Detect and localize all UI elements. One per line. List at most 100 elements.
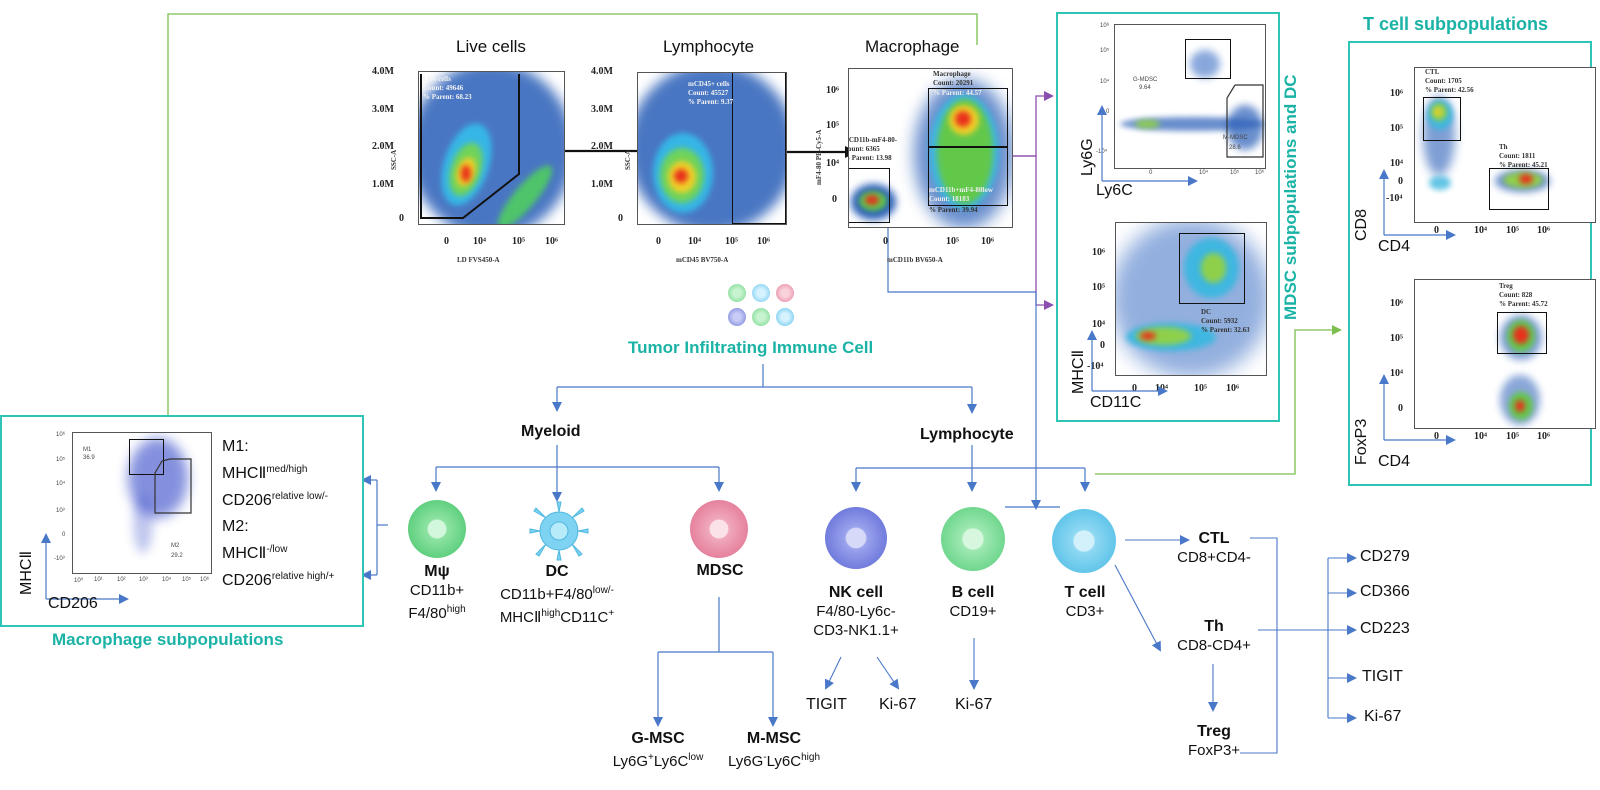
macrophage-gating-plot: Macrophage Count: 20291 % Parent: 44.57 … xyxy=(848,68,1013,228)
tick: 10⁴ xyxy=(1390,368,1403,379)
tick: 10⁶ xyxy=(56,432,66,438)
tick: 0 xyxy=(399,213,404,224)
ctl-gate-count: Count: 1705 xyxy=(1425,77,1462,85)
g-msc-node: G-MSC Ly6G+Ly6Clow xyxy=(600,730,716,771)
mdsc-title: MDSC xyxy=(696,562,744,579)
m-msc-marker-level: - xyxy=(763,752,767,763)
purple-connector-dc xyxy=(1005,155,1054,310)
dc-node: DC CD11b+F4/80low/- MHCⅡhighCD11C+ xyxy=(477,563,637,627)
tick: 10⁴ xyxy=(1100,79,1110,85)
m1-gate-label: M1 xyxy=(83,447,92,453)
nk-marker-ki67: Ki-67 xyxy=(879,696,917,713)
cd45-gate-count: Count: 45527 xyxy=(688,89,729,97)
cd206-axis-label: CD206 xyxy=(48,595,98,612)
m2-marker: MHCⅡ xyxy=(222,545,267,562)
tick: 0 xyxy=(656,236,661,247)
ctl-gate-parent: % Parent: 42.56 xyxy=(1425,86,1474,94)
nk-cell-icon xyxy=(825,507,887,569)
ctl-title: CTL xyxy=(1198,530,1230,547)
tcell-panel: CTL Count: 1705 % Parent: 42.56 Th Count… xyxy=(1348,41,1596,486)
figure-title: Tumor Infiltrating Immune Cell xyxy=(628,338,874,357)
dendritic-cell-icon xyxy=(528,500,590,562)
tick: 10⁶ xyxy=(1390,88,1403,99)
tick: -10³ xyxy=(54,556,65,562)
tick: -10⁴ xyxy=(1087,361,1104,372)
t-title: T cell xyxy=(1064,584,1106,601)
tick: 4.0M xyxy=(372,66,394,77)
tick: 10⁶ xyxy=(1226,383,1239,394)
live-gate-label: Live cells xyxy=(423,75,451,83)
tick: 10⁶ xyxy=(1537,225,1550,236)
tick: 10⁵ xyxy=(512,236,525,247)
gmdsc-gate-label: G-MDSC xyxy=(1133,77,1158,83)
tick: 10⁴ xyxy=(56,481,66,487)
tick: 10⁰ xyxy=(74,578,84,584)
tick: 10⁵ xyxy=(946,236,959,247)
treg-title: Treg xyxy=(1197,723,1231,740)
g-msc-marker: Ly6C xyxy=(653,753,689,770)
foxp3-axis-arrows xyxy=(1379,374,1456,445)
ctl-gate-label: CTL xyxy=(1425,68,1440,76)
m1-marker: MHCⅡ xyxy=(222,465,267,482)
cd8-axis-arrows xyxy=(1379,169,1456,240)
treg-gate-label: Treg xyxy=(1499,282,1513,290)
mphi-title: Mψ xyxy=(424,563,450,580)
nk-marker-tigit: TIGIT xyxy=(806,696,847,713)
macrophage-gate-parent: % Parent: 44.57 xyxy=(933,89,982,97)
th-node: Th CD8-CD4+ xyxy=(1164,618,1264,655)
t-marker-cd366: CD366 xyxy=(1360,583,1410,600)
mphi-marker: F4/80 xyxy=(408,605,447,622)
g-msc-title: G-MSC xyxy=(631,730,685,747)
tick: 10⁶ xyxy=(200,577,210,583)
th-gate-count: Count: 1811 xyxy=(1499,152,1536,160)
tick: 10⁵ xyxy=(1230,170,1240,176)
th-gate-label: Th xyxy=(1499,143,1508,151)
mphi-marker: CD11b+ xyxy=(409,582,465,599)
tick: 10⁶ xyxy=(757,236,770,247)
m-msc-marker: Ly6C xyxy=(766,753,802,770)
cd11c-axis-label: CD11C xyxy=(1090,394,1142,411)
tick: 10¹ xyxy=(94,577,103,583)
cd206-mhcii-plot: M1 36.9 M2 29.2 xyxy=(72,432,212,574)
tick: 0 xyxy=(62,532,66,538)
tick: 10⁵ xyxy=(1100,48,1110,54)
macrophage-subpop-caption: Macrophage subpopulations xyxy=(52,630,284,649)
blue-connector-cd11b-neg xyxy=(887,200,1041,510)
dc-marker-level: + xyxy=(608,608,615,619)
m2-gate-value: 29.2 xyxy=(171,553,183,559)
m2-gate-label: M2 xyxy=(171,543,180,549)
dc-marker-level: low/- xyxy=(592,585,614,596)
mmdsc-gate-value: 28.6 xyxy=(1229,145,1241,151)
b-marker: CD19+ xyxy=(949,603,997,620)
tick: 10⁵ xyxy=(725,236,738,247)
tick: 10⁵ xyxy=(1390,333,1403,344)
macrophage-gate-count: Count: 20291 xyxy=(933,79,974,87)
m-msc-node: M-MSC Ly6G-Ly6Chigh xyxy=(716,730,832,771)
tick: 0 xyxy=(1132,383,1137,394)
dc-marker-level: high xyxy=(541,608,561,619)
tick: 10⁵ xyxy=(1506,431,1519,442)
g-msc-marker: Ly6G xyxy=(612,753,648,770)
tick: 2.0M xyxy=(372,141,394,152)
gmdsc-gate-value: 9.64 xyxy=(1139,85,1151,91)
tick: 10³ xyxy=(139,577,148,583)
nk-title: NK cell xyxy=(828,584,884,601)
cd11b-neg-gate-count: Count: 6365 xyxy=(848,145,880,153)
dc-plot: DC Count: 5932 % Parent: 32.63 xyxy=(1115,222,1267,376)
tick: 10³ xyxy=(56,508,65,514)
y-axis-label: SSC-A xyxy=(624,149,632,170)
dc-marker: CD11C xyxy=(560,609,609,626)
mdsc-axis-arrows xyxy=(1097,105,1198,186)
b-marker-ki67: Ki-67 xyxy=(955,696,993,713)
mdsc-plot: G-MDSC 9.64 M-MDSC 28.6 xyxy=(1114,24,1266,169)
t-marker: CD3+ xyxy=(1065,603,1105,620)
macrophage-cell-icon xyxy=(408,500,466,558)
tick: 10⁵ xyxy=(826,120,839,131)
tick: 0 xyxy=(1398,176,1403,187)
b-node: B cell CD19+ xyxy=(923,584,1023,621)
m2-marker: CD206 xyxy=(222,572,272,589)
tick: 10⁵ xyxy=(1092,282,1105,293)
tick: 0 xyxy=(1398,403,1403,414)
mdsc-dc-panel-title: MDSC subpopulations and DC xyxy=(1281,74,1300,320)
lymphocyte-label: Lymphocyte xyxy=(920,426,1014,443)
